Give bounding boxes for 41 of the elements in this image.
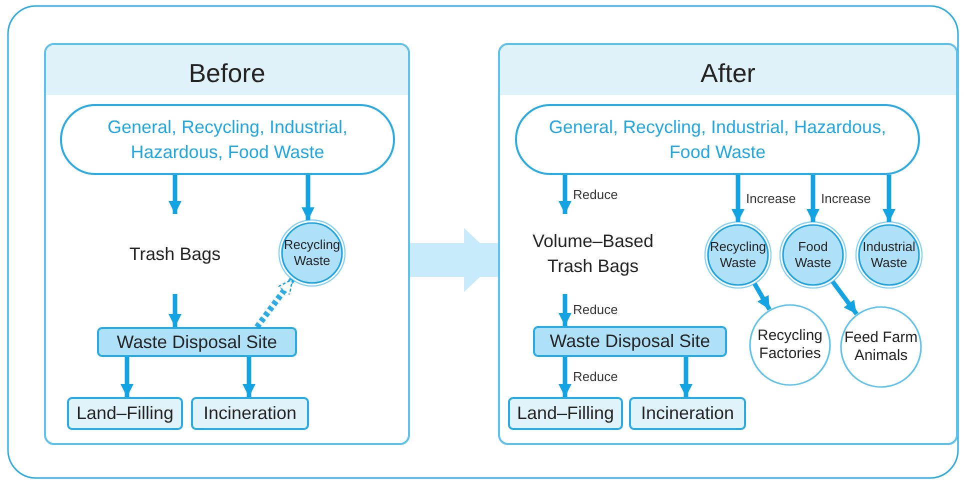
outcome-circle: Recycling Factories	[746, 301, 834, 389]
arrow	[302, 175, 314, 220]
arrow	[806, 175, 820, 222]
process-label: Trash Bags	[115, 214, 235, 294]
block-arrow	[410, 228, 498, 292]
arrow	[558, 175, 572, 214]
panel	[44, 43, 410, 445]
waste-types-pill: General, Recycling, Industrial, Hazardous, Food Waste	[60, 104, 395, 175]
arrow	[882, 174, 896, 222]
waste-circle: Industrial Waste	[853, 219, 925, 291]
waste-types-pill: General, Recycling, Industrial, Hazardous, Food Waste	[515, 104, 920, 175]
arrow	[558, 294, 572, 326]
waste-circle: Recycling Waste	[276, 217, 348, 289]
edge-label: Increase	[821, 190, 871, 206]
outcome-box: Land–Filling	[508, 397, 623, 430]
outcome-box: Incineration	[191, 397, 309, 430]
waste-circle: Food Waste	[777, 219, 849, 291]
edge-label: Reduce	[573, 369, 618, 384]
outcome-box: Incineration	[629, 397, 746, 430]
outcome-box: Land–Filling	[67, 397, 183, 430]
panel	[498, 43, 958, 445]
arrow	[830, 280, 858, 316]
arrow	[168, 175, 182, 214]
arrow	[752, 282, 772, 311]
arrow	[558, 357, 572, 397]
edge-label: Reduce	[573, 302, 618, 317]
edge-label: Reduce	[573, 186, 618, 202]
outcome-circle: Feed Farm Animals	[837, 303, 925, 391]
process-box: Waste Disposal Site	[97, 327, 297, 357]
panel-heading: After	[500, 45, 956, 95]
process-box: Waste Disposal Site	[533, 326, 727, 357]
arrow	[680, 357, 692, 397]
arrow	[120, 357, 134, 397]
edge-label: Increase	[746, 190, 796, 206]
arrow	[168, 294, 182, 327]
arrow	[254, 278, 295, 329]
arrow	[732, 175, 744, 222]
waste-circle: Recycling Waste	[702, 219, 774, 291]
process-label: Volume–Based Trash Bags	[522, 214, 664, 294]
panel-heading: Before	[46, 45, 408, 95]
arrow	[242, 357, 256, 397]
